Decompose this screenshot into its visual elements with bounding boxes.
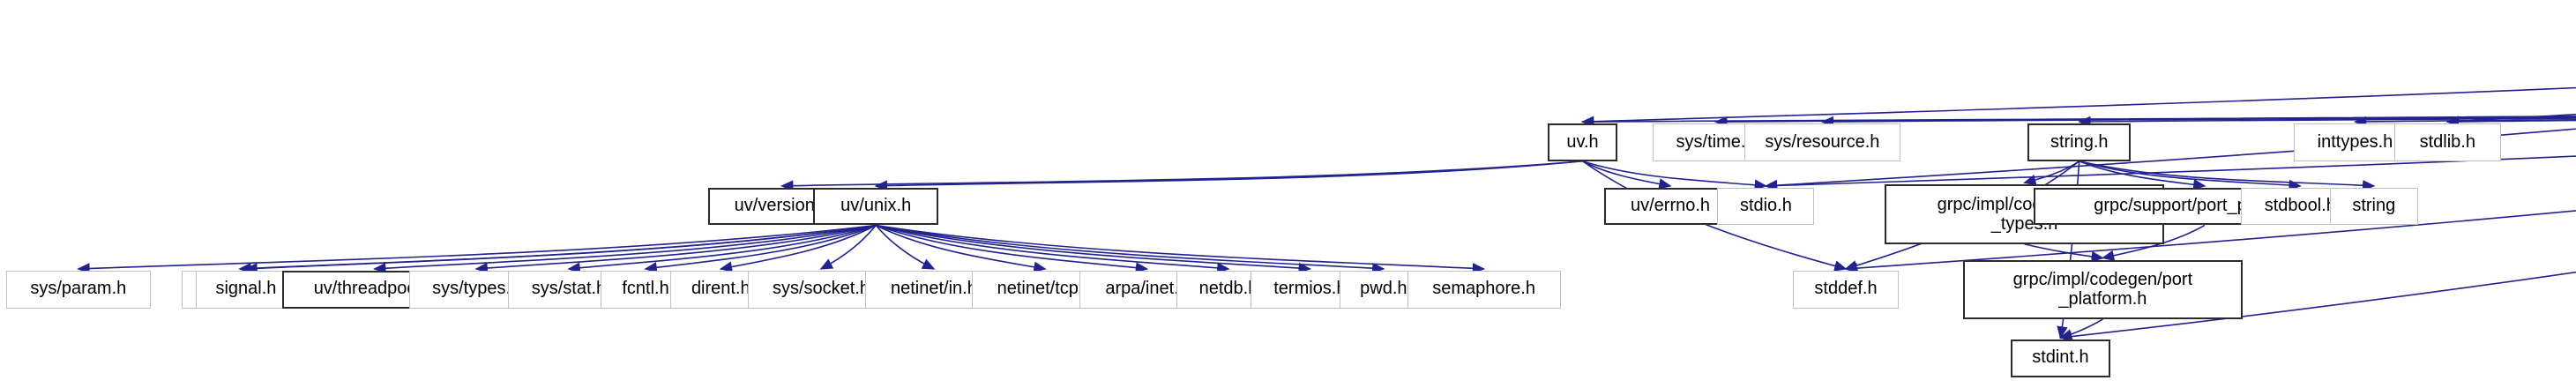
graph-edge bbox=[2024, 242, 2105, 263]
graph-node[interactable]: sys/param.h bbox=[6, 270, 151, 309]
graph-edge bbox=[238, 224, 877, 274]
graph-edge bbox=[1582, 160, 1768, 190]
graph-edge bbox=[2078, 116, 2576, 128]
graph-edge bbox=[876, 224, 1385, 274]
graph-edge bbox=[1580, 86, 2576, 128]
graph-node[interactable]: string bbox=[2330, 187, 2418, 226]
graph-edge bbox=[1580, 116, 2576, 128]
graph-edge bbox=[875, 224, 936, 270]
graph-edge bbox=[875, 224, 1149, 273]
graph-node[interactable]: signal.h bbox=[196, 270, 296, 309]
graph-edge bbox=[780, 160, 1583, 191]
graph-edge bbox=[373, 224, 877, 274]
graph-node[interactable]: semaphore.h bbox=[1407, 270, 1561, 309]
graph-edge bbox=[2079, 160, 2206, 190]
graph-edge bbox=[2445, 113, 2576, 127]
graph-edge bbox=[2353, 116, 2576, 128]
graph-edge bbox=[876, 224, 1230, 274]
graph-edge bbox=[1764, 128, 2576, 191]
graph-edge bbox=[2023, 160, 2080, 186]
graph-node[interactable]: uv/unix.h bbox=[813, 187, 939, 226]
graph-edge bbox=[2445, 116, 2576, 128]
graph-edge bbox=[77, 224, 877, 274]
graph-edge bbox=[474, 224, 877, 274]
graph-edge bbox=[644, 224, 877, 273]
graph-node[interactable]: stdio.h bbox=[1717, 187, 1815, 226]
graph-node[interactable]: sys/resource.h bbox=[1743, 123, 1901, 161]
graph-node[interactable]: string.h bbox=[2027, 123, 2132, 161]
graph-edge bbox=[1714, 116, 2576, 128]
graph-edge bbox=[875, 224, 1047, 272]
graph-edge bbox=[2079, 160, 2376, 191]
graph-edge bbox=[1582, 160, 1672, 190]
graph-node[interactable]: uv/errno.h bbox=[1604, 187, 1736, 226]
graph-edge bbox=[244, 224, 877, 274]
graph-node[interactable]: uv.h bbox=[1548, 123, 1617, 161]
graph-edge bbox=[567, 224, 877, 273]
graph-edge bbox=[2079, 160, 2302, 191]
graph-node[interactable]: stdint.h bbox=[2010, 340, 2111, 377]
graph-node[interactable]: stdlib.h bbox=[2393, 123, 2501, 161]
graph-edge bbox=[1820, 116, 2576, 128]
graph-edge bbox=[819, 224, 877, 270]
graph-edge bbox=[719, 224, 877, 272]
graph-edge bbox=[876, 224, 1486, 274]
graph-node[interactable]: stddef.h bbox=[1792, 270, 1900, 309]
graph-edge bbox=[876, 224, 1311, 274]
graph-node[interactable]: grpc/impl/codegen/port _platform.h bbox=[1963, 259, 2243, 319]
graph-edge bbox=[874, 160, 1583, 191]
graph-edge bbox=[2058, 318, 2103, 340]
